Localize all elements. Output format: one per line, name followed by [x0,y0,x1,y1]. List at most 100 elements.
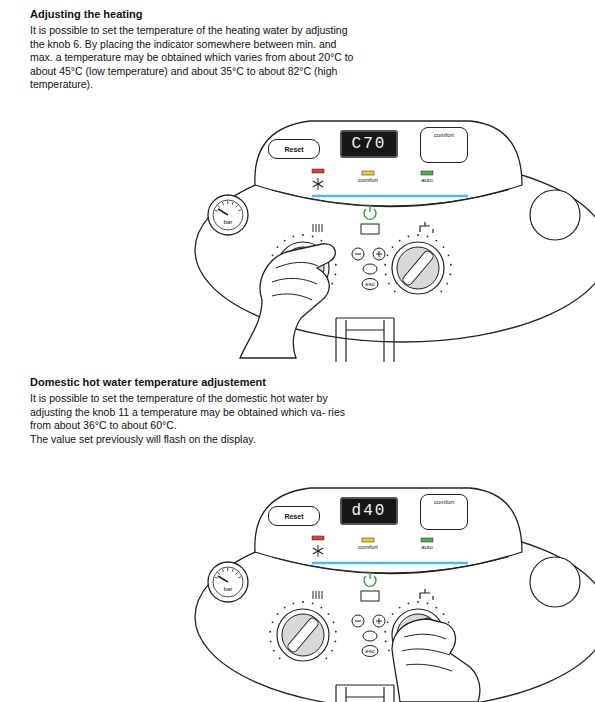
tap-icon [420,222,433,233]
gauge-face [213,200,243,230]
scale-dot [334,274,336,276]
scale-dot [384,631,386,633]
scale-dot [293,236,295,238]
knob-ring [392,242,444,294]
radiator-icon [313,224,314,232]
gauge-tick [232,569,233,572]
tap-icon [420,589,433,600]
gauge-tick [236,205,238,207]
button-label: esc [365,281,374,288]
scale-dot [435,240,437,242]
reset-button: Reset [268,506,320,526]
node-text: d40 [352,502,387,520]
plus-button [373,248,385,260]
comfort-button: comfort [420,494,468,530]
gauge-face [213,567,243,597]
scale-dot [277,246,279,248]
scale-dot [387,621,389,623]
gauge-unit: bar [224,586,233,593]
scale-dot [284,607,286,609]
knob-ring [277,609,329,661]
section-heading: Domestic hot water temperature adjusteme… [30,376,266,388]
body-text: It is possible to set the temperature of… [30,24,362,92]
yellow-led [362,538,374,542]
power-icon [369,205,370,212]
yellow-led [362,171,374,175]
scale-dot [399,607,401,609]
gauge-tick [222,569,223,572]
scale-dot [269,631,271,633]
scale-dot [443,246,445,248]
gauge-ring [208,562,248,602]
scale-dot [399,240,401,242]
plus-sign [376,618,382,624]
scale-dot [325,657,327,659]
gauge-needle [218,209,228,215]
hand [240,244,335,358]
comfort-button: comfort [420,127,468,163]
scale-dot [448,254,450,256]
panel-bezel [255,121,522,207]
scale-dot [320,240,322,242]
panel-bezel [255,488,522,574]
scale-dot [440,290,442,292]
gauge-tick [218,205,220,207]
blue-bar [312,562,468,565]
bezel-edge [272,557,508,573]
led-label: comfort [358,177,378,184]
scale-dot [293,603,295,605]
display-screen: C70 [340,130,398,158]
node-text: Reset [284,146,303,153]
led-label: auto [421,177,433,184]
minus-sign [355,621,361,622]
gauge-tick [227,568,228,571]
gauge-tick [215,210,218,211]
scale-dot [334,641,336,643]
finger-lines [402,634,452,671]
scale-dot [435,607,437,609]
green-led [421,538,433,542]
gauge-tick [222,202,223,205]
scale-dot [417,234,419,236]
scale-dot [312,603,314,605]
scale-dot [408,236,410,238]
pipes [336,318,394,362]
frost-icon [313,548,323,554]
node-text: C70 [352,135,387,153]
plus-sign [376,251,382,257]
scale-dot [270,641,272,643]
body-text: It is possible to set the temperature of… [30,392,362,433]
knob-grip [401,249,434,286]
scale-dot [272,621,274,623]
gauge-tick [215,577,218,578]
knob-body [282,614,324,656]
scale-dot [302,234,304,236]
scale-dot [385,641,387,643]
scale-dot [417,601,419,603]
scale-dot [427,236,429,238]
scale-dot [385,274,387,276]
gauge-unit: bar [224,219,233,226]
scale-dot [279,657,281,659]
bezel-edge [272,190,508,206]
gauge-tick [218,572,220,574]
led-label: comfort [358,544,378,551]
scale-dot [388,650,390,652]
right-cover [530,557,580,607]
scale-dot [392,613,394,615]
scale-dot [328,613,330,615]
radiator-icon [322,591,323,599]
scale-dot [388,283,390,285]
scale-dot [333,621,335,623]
scale-dot [394,290,396,292]
plus-button [373,615,385,627]
button-label: esc [365,648,374,655]
control-panel [195,121,595,362]
knob-body [397,247,439,289]
minus-button [352,248,364,260]
knob-grip [286,616,319,653]
led-label: auto [421,544,433,551]
power-icon [369,572,370,579]
section-heading: Adjusting the heating [30,8,142,20]
esc-button [362,646,378,657]
